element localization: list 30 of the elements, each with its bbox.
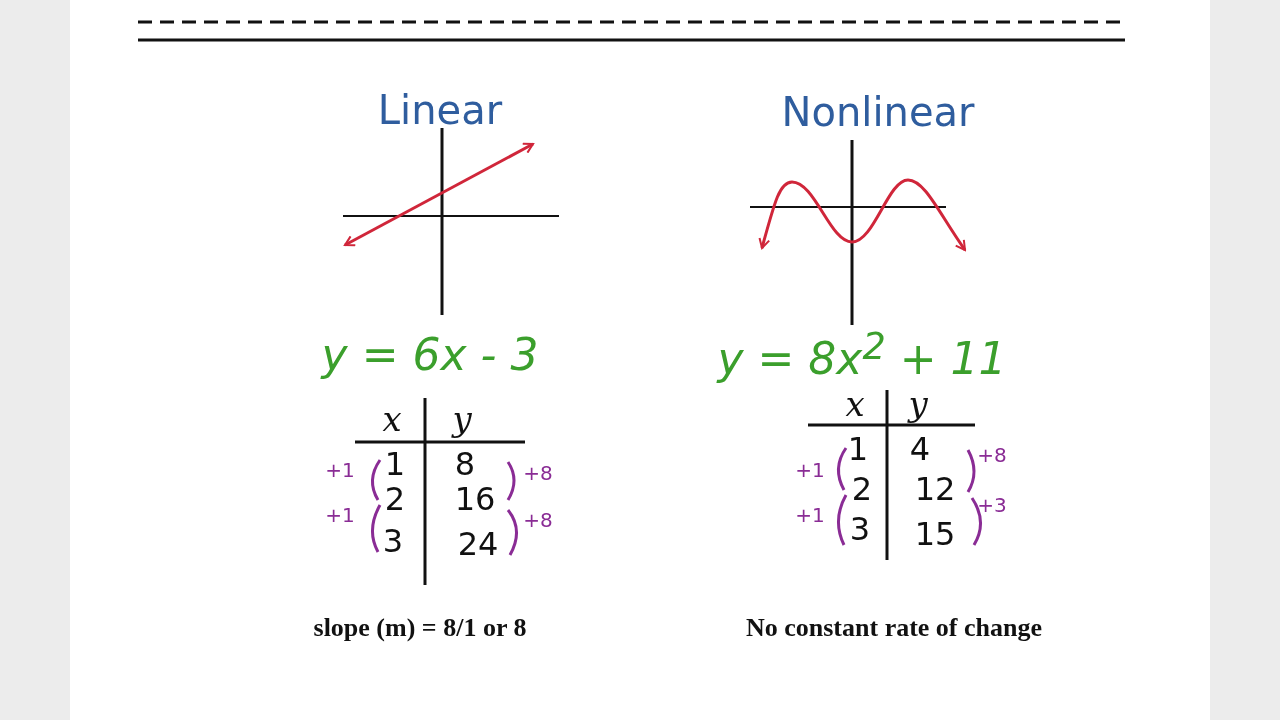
table-value: 16	[454, 482, 496, 518]
table-value: 8	[454, 447, 476, 483]
table-value: 3	[849, 512, 871, 548]
graph-heading: Linear	[377, 88, 503, 132]
table-value: 4	[909, 432, 931, 468]
difference-note: +1	[795, 504, 825, 526]
table-value: 2	[384, 482, 406, 518]
conclusion-text: No constant rate of change	[745, 613, 1043, 643]
difference-note: +1	[325, 459, 355, 481]
table-header: y	[452, 401, 472, 439]
table-value: 15	[914, 517, 956, 553]
equation: y = 6x - 3	[321, 330, 539, 380]
table-header: x	[845, 386, 865, 424]
equation: y = 8x$^{2}$ + 11	[717, 326, 1007, 384]
difference-note: +3	[977, 494, 1007, 516]
table-value: 1	[847, 432, 869, 468]
difference-note: +8	[523, 509, 553, 531]
difference-note: +1	[325, 504, 355, 526]
difference-note: +8	[977, 444, 1007, 466]
graph-heading: Nonlinear	[781, 90, 975, 134]
table-value: 24	[457, 527, 499, 563]
difference-note: +1	[795, 459, 825, 481]
table-value: 2	[851, 472, 873, 508]
table-header: y	[908, 386, 928, 424]
table-value: 1	[384, 447, 406, 483]
table-value: 12	[914, 472, 956, 508]
table-header: x	[382, 401, 402, 439]
table-value: 3	[382, 524, 404, 560]
difference-note: +8	[523, 462, 553, 484]
conclusion-text: slope (m) = 8/1 or 8	[313, 613, 527, 643]
